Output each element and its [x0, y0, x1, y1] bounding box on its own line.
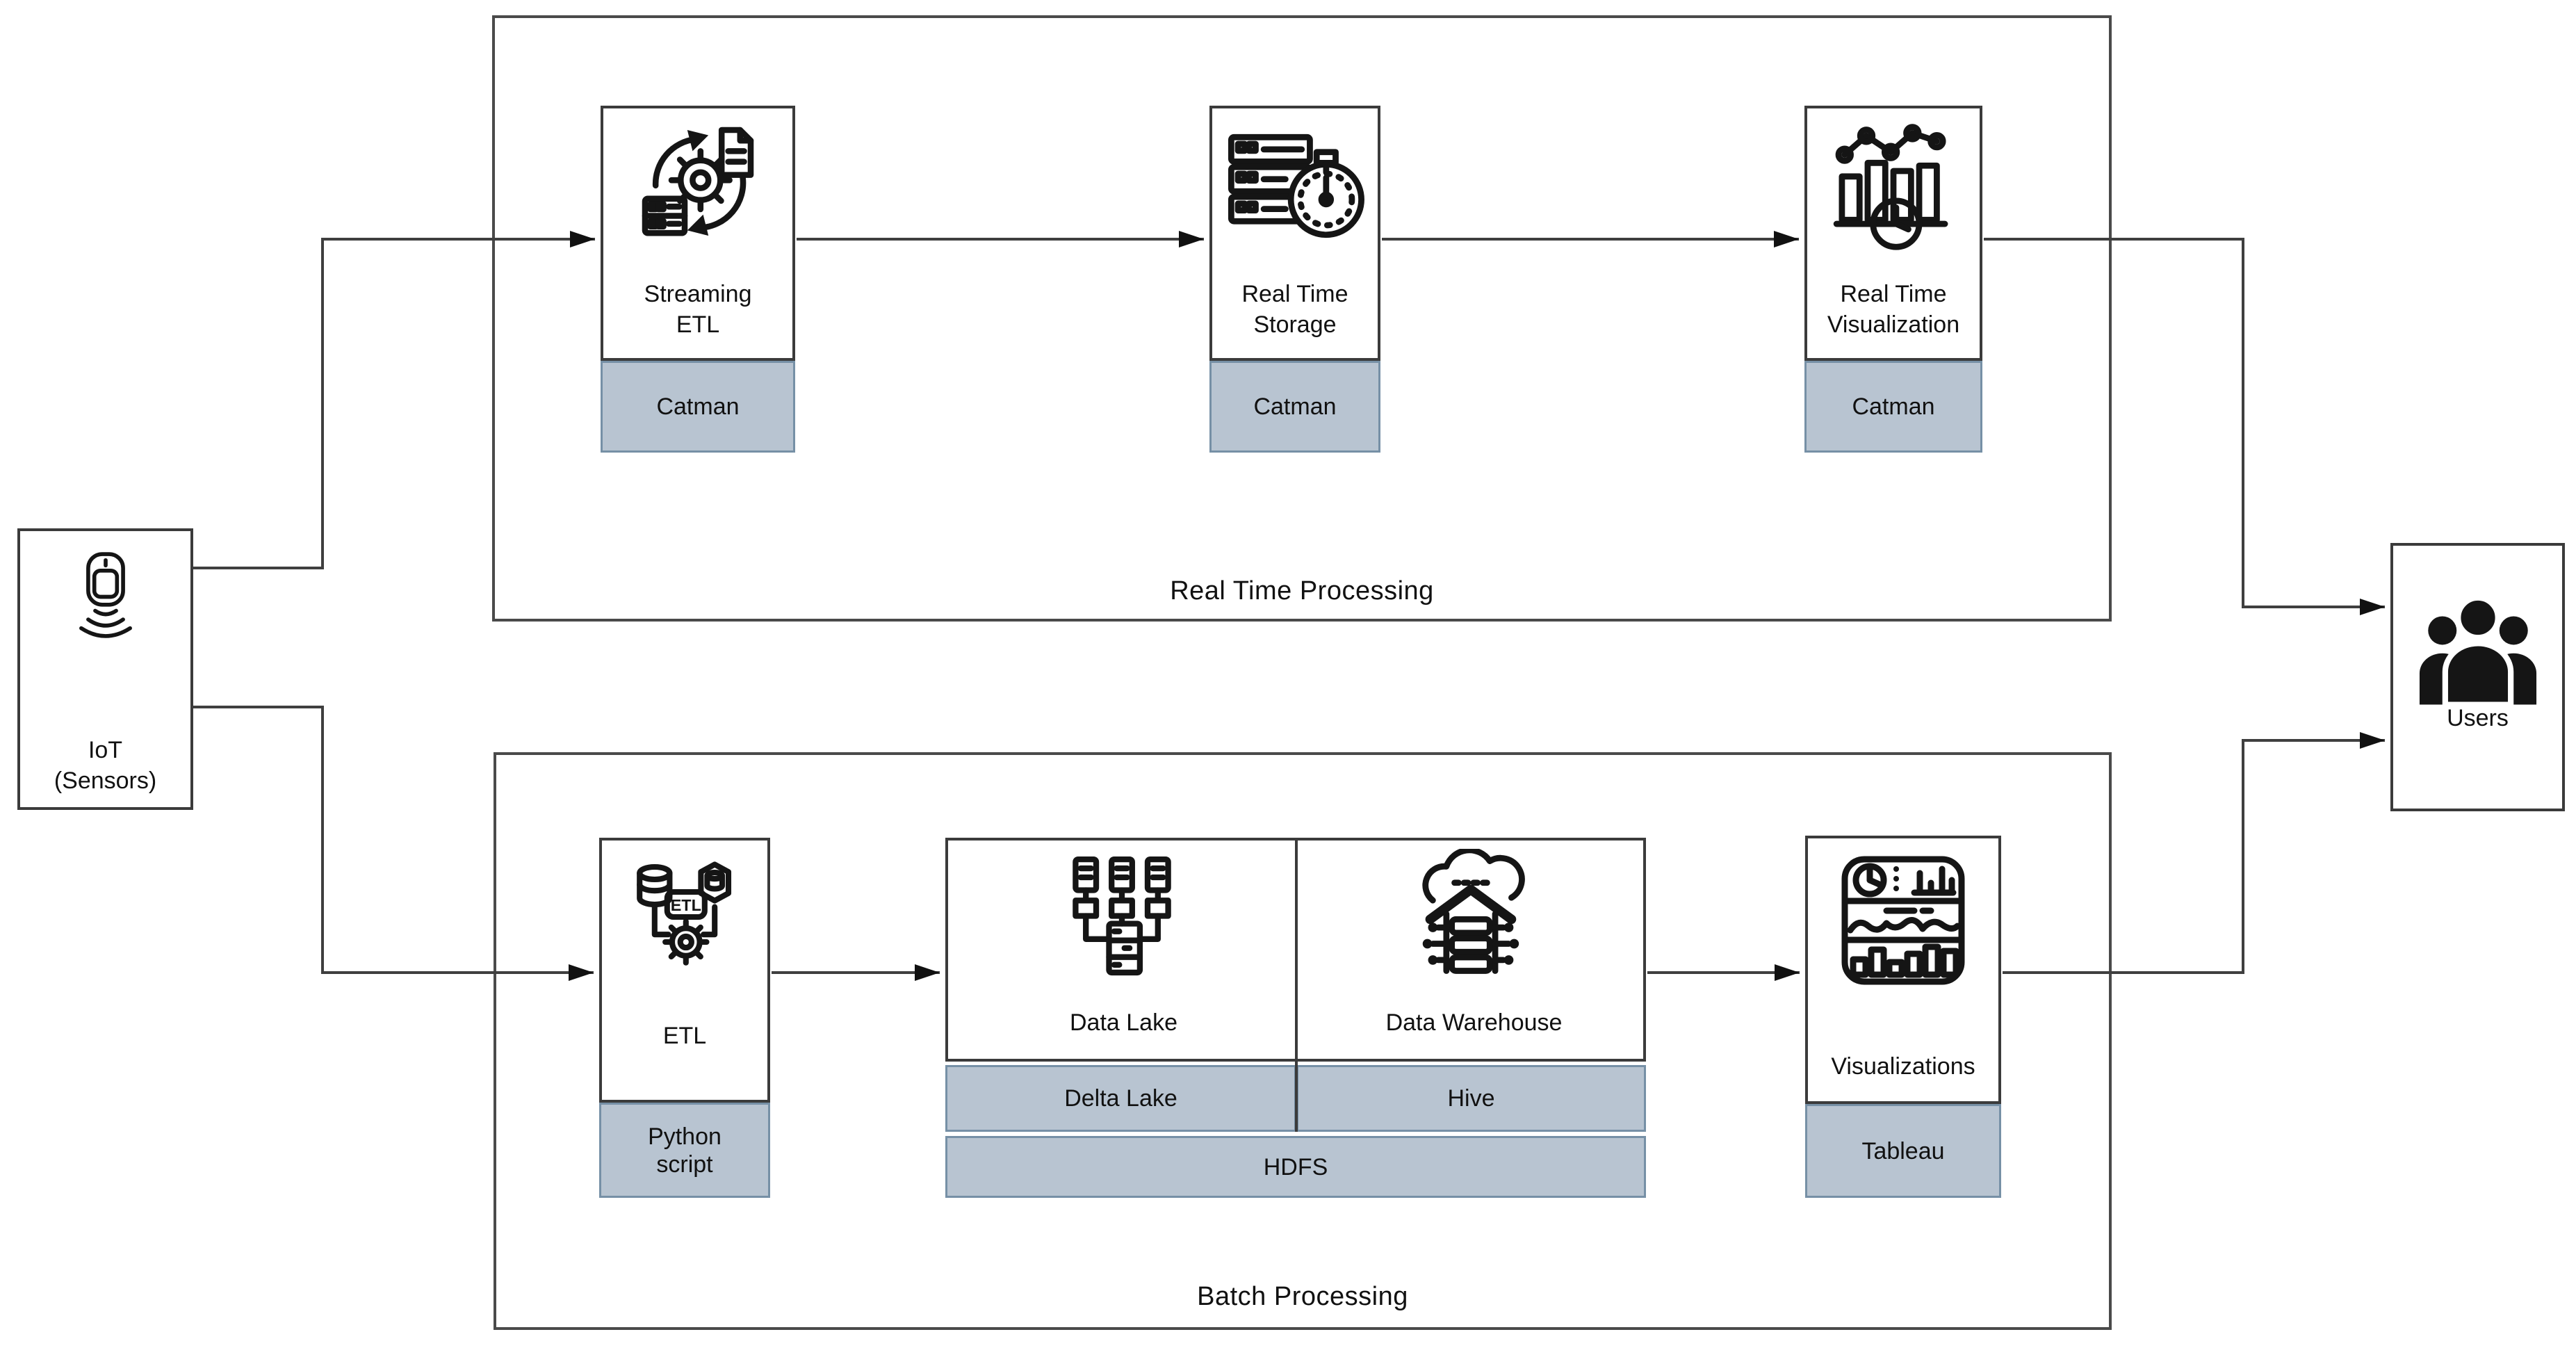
tech-band-hive[interactable]: Hive — [1296, 1065, 1646, 1132]
tech-band-etl[interactable]: Python script — [599, 1103, 770, 1198]
etl-label: ETL — [662, 1023, 707, 1049]
edge-visualizations-to-users[interactable] — [2003, 732, 2385, 974]
tech-band-label: Delta Lake — [1064, 1085, 1177, 1112]
group-realtime-processing[interactable]: Real Time Processing — [492, 15, 2112, 622]
data-lake-label: Data Lake — [1070, 1009, 1177, 1036]
tech-band-realtime-visualization[interactable]: Catman — [1804, 361, 1982, 453]
users-label: Users — [2447, 705, 2509, 731]
tech-band-tableau[interactable]: Tableau — [1805, 1104, 2001, 1198]
tech-band-label: Catman — [1852, 393, 1935, 420]
group-batch-processing[interactable]: Batch Processing — [494, 752, 2112, 1330]
tech-band-label: Catman — [656, 393, 740, 420]
etl-icon: ETL — [622, 854, 747, 980]
users-icon — [2406, 582, 2549, 710]
data-platform-divider — [1295, 838, 1298, 1132]
tech-band-realtime-storage[interactable]: Catman — [1209, 361, 1380, 453]
streaming-etl-icon — [632, 117, 764, 249]
realtime-visualization-icon — [1826, 117, 1962, 252]
tech-band-label: Tableau — [1861, 1137, 1945, 1164]
visualizations-icon — [1834, 851, 1973, 990]
node-etl[interactable]: ETL ETL — [599, 838, 770, 1103]
iot-sensor-icon — [62, 551, 149, 647]
data-warehouse-label: Data Warehouse — [1385, 1009, 1563, 1036]
edge-rt-visualization-to-users[interactable] — [1984, 238, 2385, 615]
node-visualizations[interactable]: Visualizations — [1805, 836, 2001, 1104]
streaming-etl-label: Streaming ETL — [644, 281, 752, 338]
node-iot-sensors[interactable]: IoT (Sensors) — [17, 528, 193, 810]
visualizations-label: Visualizations — [1831, 1053, 1975, 1080]
edge-iot-to-etl[interactable] — [193, 706, 594, 981]
node-streaming-etl[interactable]: Streaming ETL — [601, 106, 795, 361]
node-realtime-visualization[interactable]: Real Time Visualization — [1804, 106, 1982, 361]
data-lake-icon — [1052, 852, 1191, 980]
tech-band-hdfs[interactable]: HDFS — [945, 1136, 1646, 1198]
tech-band-delta-lake[interactable]: Delta Lake — [945, 1065, 1296, 1132]
tech-band-streaming-etl[interactable]: Catman — [601, 361, 795, 453]
node-users[interactable]: Users — [2390, 543, 2565, 811]
tech-band-label: Catman — [1253, 393, 1337, 420]
data-warehouse-icon — [1392, 849, 1548, 984]
tech-band-label: HDFS — [1263, 1153, 1328, 1180]
realtime-storage-icon — [1221, 118, 1370, 254]
group-batch-label: Batch Processing — [1197, 1282, 1408, 1311]
tech-band-label: Python — [648, 1123, 722, 1150]
iot-label: IoT (Sensors) — [54, 737, 157, 794]
realtime-storage-label: Real Time Storage — [1241, 281, 1348, 338]
node-realtime-storage[interactable]: Real Time Storage — [1209, 106, 1380, 361]
tech-band-label: script — [656, 1151, 713, 1178]
tech-band-label: Hive — [1447, 1085, 1495, 1112]
group-realtime-label: Real Time Processing — [1170, 576, 1434, 606]
svg-text:ETL: ETL — [671, 896, 701, 914]
realtime-visualization-label: Real Time Visualization — [1827, 281, 1960, 338]
edge-iot-to-streaming-etl[interactable] — [193, 231, 595, 569]
